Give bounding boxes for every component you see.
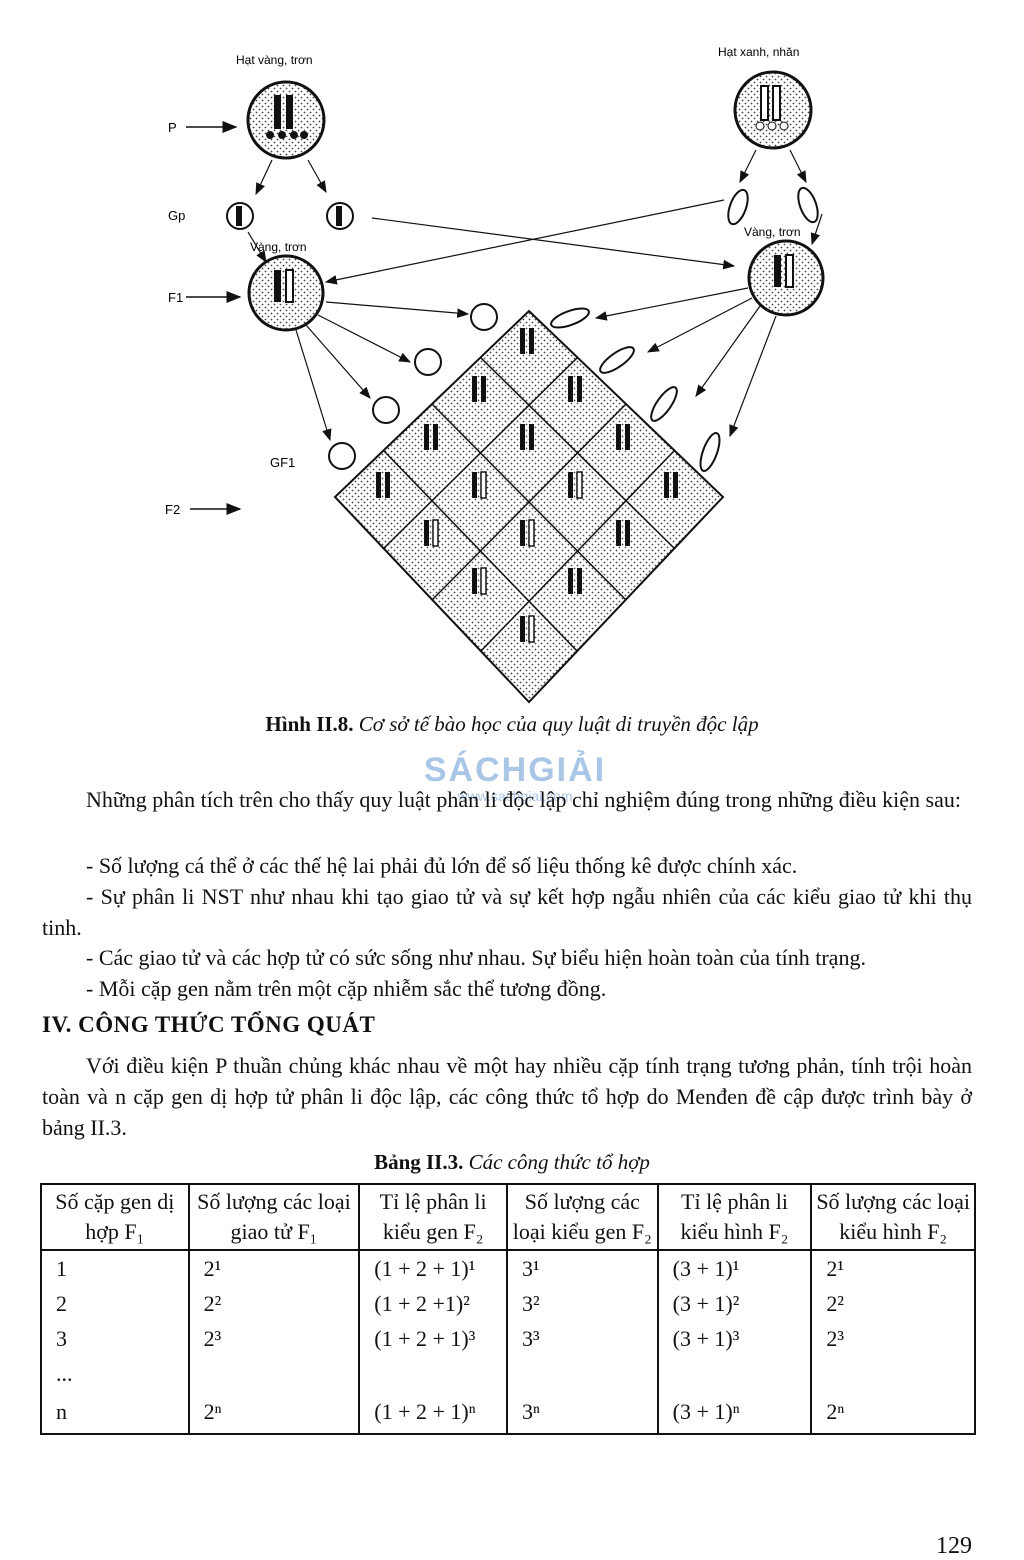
formula-table: Số cặp gen dị hợp F₁ Số lượng các loại g… (40, 1183, 976, 1435)
col-header: Số cặp gen dị hợp F₁ (40, 1183, 190, 1251)
table-row: 2 2² (1 + 2 +1)² 3² (3 + 1)² 2² (40, 1286, 976, 1321)
table-cell: (1 + 2 + 1)¹ (358, 1250, 508, 1286)
table-cell: 2² (187, 1286, 361, 1321)
watermark-url: www.sachgiai.com (457, 788, 573, 804)
page-number: 129 (936, 1533, 972, 1559)
table-cell: 2 (40, 1286, 190, 1321)
table-cell: 2³ (810, 1321, 976, 1356)
table-number: Bảng II.3. (374, 1150, 464, 1174)
col-header: Tỉ lệ phân li kiểu gen F₂ (358, 1183, 508, 1251)
f1-left-label: Vàng, trơn (250, 240, 307, 254)
row-label-gp: Gp (168, 208, 185, 223)
table-cell: (3 + 1)³ (656, 1321, 813, 1356)
table-row: 3 2³ (1 + 2 + 1)³ 3³ (3 + 1)³ 2³ (40, 1321, 976, 1356)
table-cell: 3³ (505, 1321, 659, 1356)
table-cell (505, 1356, 659, 1391)
table-cell: 1 (40, 1250, 190, 1286)
formula-paragraph: Với điều kiện P thuần chủng khác nhau về… (42, 1053, 972, 1140)
watermark: SÁCHGIẢI www.sachgiai.com (410, 752, 620, 804)
figure-number: Hình II.8. (265, 712, 354, 736)
col-header: Số lượng các loại giao tử F₁ (187, 1183, 361, 1251)
parent2-cell (733, 70, 813, 150)
condition-2: - Sự phân li NST như nhau khi tạo giao t… (42, 884, 972, 940)
table-cell: 3 (40, 1321, 190, 1356)
parent2-label: Hạt xanh, nhăn (718, 45, 799, 59)
condition-4: - Mỗi cặp gen nằm trên một cặp nhiễm sắc… (86, 976, 607, 1001)
col-header: Số lượng các loại kiểu hình F₂ (810, 1183, 976, 1251)
row-label-p: P (168, 120, 177, 135)
watermark-brand: SÁCHGIẢI (423, 751, 607, 789)
table-cell: (3 + 1)² (656, 1286, 813, 1321)
gamete-ab-2 (326, 202, 354, 230)
table-cell: 3¹ (505, 1250, 659, 1286)
table-caption-text: Các công thức tổ hợp (468, 1150, 650, 1174)
section-heading: IV. CÔNG THỨC TỔNG QUÁT (42, 1012, 376, 1037)
table-cell: 2² (810, 1286, 976, 1321)
table-row: ... (40, 1356, 976, 1391)
parent1-label: Hạt vàng, trơn (236, 53, 313, 67)
table-cell: ... (40, 1356, 190, 1391)
table-cell: 2ⁿ (187, 1391, 361, 1435)
table-row: n 2ⁿ (1 + 2 + 1)ⁿ 3ⁿ (3 + 1)ⁿ 2ⁿ (40, 1391, 976, 1435)
gamete-ab-1 (226, 202, 254, 230)
table-cell (810, 1356, 976, 1391)
table-cell: 2¹ (810, 1250, 976, 1286)
table-caption: Bảng II.3. Các công thức tổ hợp (0, 1150, 1024, 1175)
table-cell: 3² (505, 1286, 659, 1321)
condition-3: - Các giao tử và các hợp tử có sức sống … (86, 945, 866, 970)
row-label-f1: F1 (168, 290, 183, 305)
f1-right-label: Vàng, trơn (744, 225, 801, 239)
table-cell (656, 1356, 813, 1391)
intro-paragraph: Những phân tích trên cho thấy quy luật p… (86, 787, 961, 812)
row-label-gf1: GF1 (270, 455, 295, 470)
table-cell: (1 + 2 +1)² (358, 1286, 508, 1321)
table-cell (358, 1356, 508, 1391)
f1-cell-left (247, 254, 325, 332)
table-row: 1 2¹ (1 + 2 + 1)¹ 3¹ (3 + 1)¹ 2¹ (40, 1250, 976, 1286)
punnett-square (333, 309, 725, 704)
table-cell: (3 + 1)¹ (656, 1250, 813, 1286)
gamete-ab-3 (727, 188, 749, 226)
table-cell: 2³ (187, 1321, 361, 1356)
table-header-row: Số cặp gen dị hợp F₁ Số lượng các loại g… (40, 1183, 976, 1251)
figure-caption-text: Cơ sở tế bào học của quy luật di truyền … (358, 712, 759, 736)
figure-caption: Hình II.8. Cơ sở tế bào học của quy luật… (0, 712, 1024, 737)
table-cell: (3 + 1)ⁿ (656, 1391, 813, 1435)
col-header: Số lượng các loại kiểu gen F₂ (505, 1183, 659, 1251)
cross-arrows (247, 149, 823, 442)
table-cell: 3ⁿ (505, 1391, 659, 1435)
gf1-gametes (328, 303, 721, 472)
gamete-ab-4 (797, 186, 819, 224)
table-cell: 2ⁿ (810, 1391, 976, 1435)
row-label-f2: F2 (165, 502, 180, 517)
col-header: Tỉ lệ phân li kiểu hình F₂ (656, 1183, 813, 1251)
genetics-figure: Hạt vàng, trơn Hạt xanh, nhăn P Gp F1 GF… (165, 45, 825, 704)
condition-1: - Số lượng cá thể ở các thế hệ lai phải … (86, 853, 798, 878)
table-cell: 2¹ (187, 1250, 361, 1286)
table-cell: (1 + 2 + 1)³ (358, 1321, 508, 1356)
parent1-cell (246, 80, 326, 160)
table-cell: (1 + 2 + 1)ⁿ (358, 1391, 508, 1435)
table-cell: n (40, 1391, 190, 1435)
table-cell (187, 1356, 361, 1391)
f1-cell-right (747, 239, 825, 317)
